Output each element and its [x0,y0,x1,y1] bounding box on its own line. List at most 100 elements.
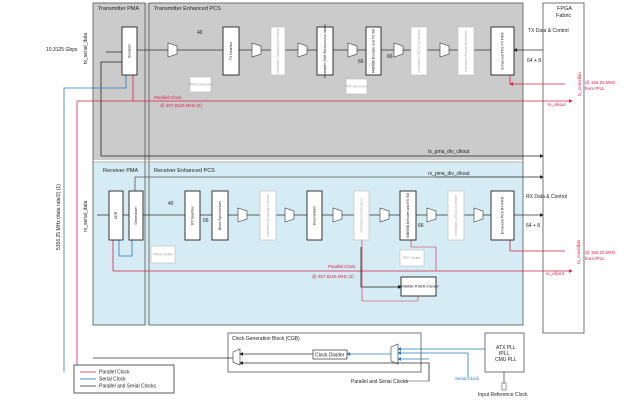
deserializer-label: Deserializer [134,206,138,225]
legend-serial: Serial Clock [99,377,126,383]
rx-block-4-box [306,190,323,241]
rx-block-5: Interlaken Frame Sync [353,190,370,241]
tx-mux-4 [347,42,358,58]
fpga-fabric-box [542,2,585,334]
tx-block-7-label: Enhanced PCS TX FIFO [501,32,505,69]
tx-pcs-title: Transmitter Enhanced PCS [154,6,221,12]
tx-mux-2 [251,42,262,58]
tx-block-7: Enhanced PCS TX FIFO [490,26,515,76]
rx-coreclk-freq: @ 156.25 MHz [585,250,616,255]
legend-parallel: Parallel Clock [99,370,130,376]
rx-clkout-label: rx_clkout [546,271,565,276]
rx-width-66b: 66 [418,223,424,229]
prp-generator-label: PRP Generator [345,85,369,89]
tx-pma-box [92,2,146,326]
rx-block-6-label: 64B/66B Decoder and RX SM [406,193,410,238]
tx-pma-title: Transmitter PMA [98,6,139,12]
ber-checker-box [400,276,437,297]
rx-block-2-box [211,190,229,241]
ber-checker: 10GBASE-R BER Checker [398,276,440,297]
rx-coreclkin-label: rx_coreclkin [576,239,581,264]
tx-block-6-box [457,26,475,76]
tx-block-2: Interlaken Disparity Generator [270,26,286,76]
tx-block-4: 64B/66B Encoder and TX SM [365,26,382,76]
rx-width-40: 40 [168,201,174,207]
rx-block-2: Block Synchronizer [211,190,229,241]
cgb-mux-right [390,343,399,365]
rx-block-3: Interlaken Disparity Checker [259,190,277,241]
pll-box [484,332,525,373]
prbs-verifier-label: PRBS Verifier [153,253,175,257]
tx-width-66b: 66 [387,54,393,60]
tx-block-4-box [365,26,382,76]
tx-block-3-box [316,26,334,76]
rx-mux-6 [473,207,484,223]
tx-block-1-box [222,26,240,76]
rx-block-6-box [399,190,417,241]
tx-clkout-label: tx_clkout [548,102,567,107]
par-ser-clocks-label: Parallel and Serial Clocks [351,379,408,385]
fabric-title-1: FPGA [557,6,572,12]
rx-block-5-box [353,190,370,241]
tx-block-5-box [410,26,428,76]
tx-block-3-label: Scrambler (Self Synchronous mode) [323,24,327,79]
rx-width-66a: 66 [203,218,209,224]
rx-block-1-box [184,190,201,241]
tx-data-width: 64 + 8 [527,58,541,64]
tx-block-5-label: Interlaken CRC32 Generator [417,29,421,73]
tx-coreclk-src: from fPLL [585,86,605,91]
serializer: Serializer [121,26,138,76]
rx-mux-2 [284,207,295,223]
prp-generator-box [345,78,368,95]
rx-block-7-label: Interlaken CRC32 Checker [454,194,458,235]
tx-pcs-box [148,2,524,326]
rx-block-8: Enhanced PCS RX FIFO [490,190,515,241]
rx-pma-div-clkout-label: rx_pma_div_clkout [428,171,470,177]
deserializer-box [128,190,144,241]
ref-clock-label: Input Reference Clock [478,392,528,398]
serializer-label: Serializer [128,43,132,58]
rx-block-4-label: Descrambler [313,205,317,225]
rx-parallel-clock-label: Parallel Clock [328,264,356,269]
pll-cmu: CMU PLL [495,357,517,363]
ref-clock-pin [501,382,507,391]
tx-block-1: TX Gearbox [222,26,240,76]
rx-block-6: 64B/66B Decoder and RX SM [399,190,417,241]
tx-mux-5 [393,42,404,58]
fabric-title-2: Fabric [556,13,572,19]
rx-mux-5 [426,207,437,223]
tx-block-2-box [270,26,286,76]
prp-verifier: PRP Verifier [399,249,425,267]
tx-mux-6 [439,42,450,58]
tx-coreclk-freq: @ 156.25 MHz [585,80,616,85]
serial-clock-label: Serial Clock [455,376,480,381]
prbs-generator-label: PRBS Generator [188,83,214,87]
rx-mux-4 [379,207,390,223]
tx-region [93,3,523,160]
rx-block-7: Interlaken CRC32 Checker [447,190,465,241]
tx-block-7-box [490,26,515,76]
tx-block-6: Interlaken Frame Generator [457,26,475,76]
tx-data-control: TX Data & Control [528,28,569,34]
clock-divider-label: Clock Divider [315,353,345,359]
tx-block-4-label: 64B/66B Encoder and TX SM [372,29,376,74]
tx-parallel-clock-freq: @ 257.8125 MHz (2) [160,103,202,108]
rx-block-3-label: Interlaken Disparity Checker [266,193,270,236]
cdr-label: CDR [114,211,118,219]
serializer-box [121,26,138,76]
rx-coreclk-src: from fPLL [585,256,605,261]
tx-block-1-label: TX Gearbox [229,42,233,61]
prbs-verifier: PRBS Verifier [150,245,176,264]
rx-pcs-title: Receiver Enhanced PCS [154,168,215,174]
rx-parallel-clock-freq: @ 257.8125 MHz (2) [312,274,354,279]
tx-parallel-clock-label: Parallel Clock [154,95,182,100]
tx-block-5: Interlaken CRC32 Generator [410,26,428,76]
tx-serial-data-label: tx_serial_data [83,33,89,64]
tx-width-40: 40 [197,30,203,36]
tx-block-3: Scrambler (Self Synchronous mode) [316,24,334,79]
rx-serial-data-label: rx_serial_data [83,200,89,232]
tx-mux-3 [297,42,308,58]
cdr-box [108,190,124,241]
rx-data-control: RX Data & Control [526,194,567,200]
